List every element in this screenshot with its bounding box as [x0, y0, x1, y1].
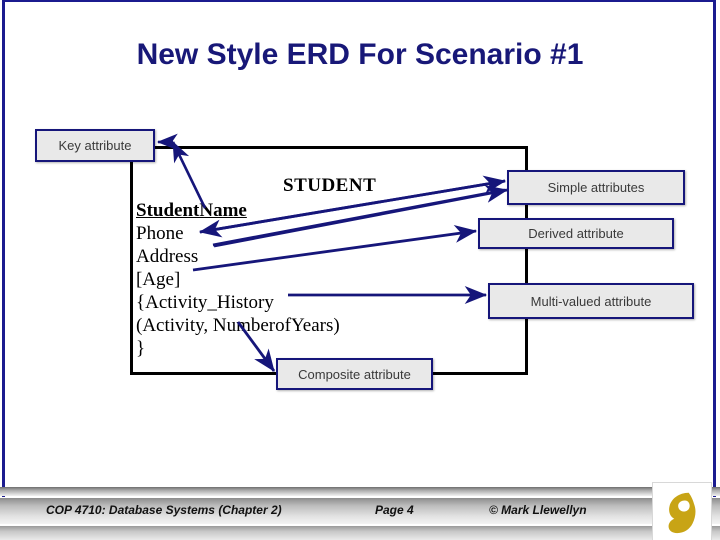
attribute-key: StudentName	[136, 200, 247, 221]
footer-copyright-label: © Mark Llewellyn	[489, 503, 587, 517]
slide-title: New Style ERD For Scenario #1	[136, 38, 584, 71]
callout-key-attribute[interactable]: Key attribute	[35, 129, 155, 162]
entity-name-label: STUDENT	[283, 175, 377, 196]
footer-divider-bottom	[0, 526, 720, 540]
footer-course-label: COP 4710: Database Systems (Chapter 2)	[46, 503, 282, 517]
callout-composite-attribute[interactable]: Composite attribute	[276, 358, 433, 390]
footer-band	[0, 498, 720, 524]
attribute-address: Address	[136, 246, 199, 267]
slide-border-right	[713, 0, 716, 497]
callout-derived-attribute[interactable]: Derived attribute	[478, 218, 674, 249]
attribute-list: StudentName Phone Address [Age] {Activit…	[136, 199, 340, 360]
attribute-close-brace: }	[136, 338, 146, 359]
attribute-phone: Phone	[136, 223, 184, 244]
attribute-age: [Age]	[136, 269, 181, 290]
footer-divider-top	[0, 487, 720, 496]
slide-border-top	[2, 0, 716, 2]
slide-border-left	[2, 0, 5, 497]
ucf-pegasus-logo	[652, 482, 712, 540]
pegasus-icon	[668, 492, 696, 534]
callout-simple-attributes[interactable]: Simple attributes	[507, 170, 685, 205]
footer-page-number: Page 4	[375, 503, 414, 517]
attribute-activity-history: {Activity_History	[136, 292, 274, 313]
callout-multivalued-attribute[interactable]: Multi-valued attribute	[488, 283, 694, 319]
attribute-activity-tuple: (Activity, NumberofYears)	[136, 315, 340, 336]
